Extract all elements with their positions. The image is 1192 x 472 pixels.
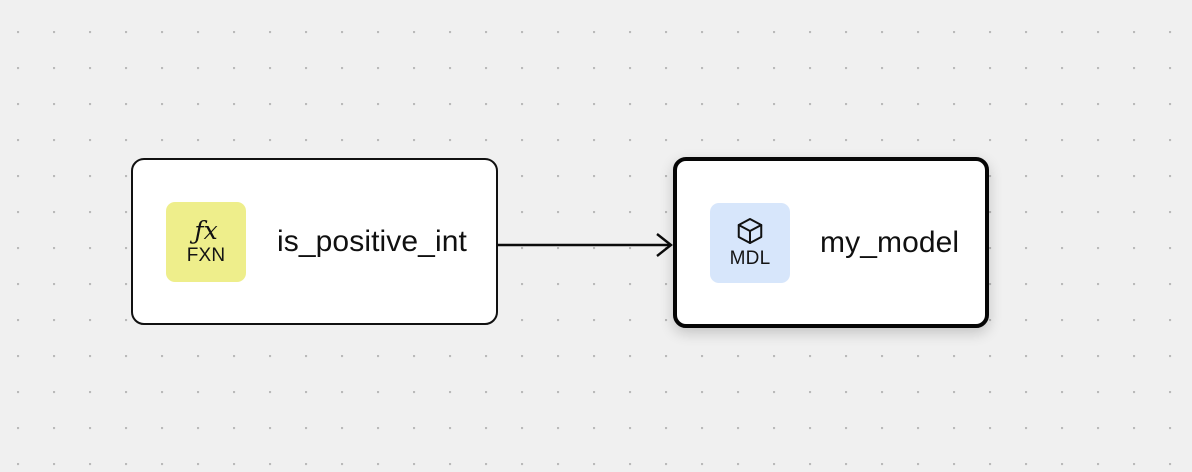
function-icon: ƒx xyxy=(194,216,218,245)
node-title: is_positive_int xyxy=(277,224,467,258)
cube-icon xyxy=(735,217,765,245)
node-badge-fxn: ƒx FXN xyxy=(166,201,246,282)
edge-fxn-to-mdl[interactable] xyxy=(498,233,673,257)
node-is-positive-int[interactable]: ƒx FXN is_positive_int xyxy=(131,158,498,325)
node-badge-label: FXN xyxy=(186,245,226,266)
node-badge-label: MDL xyxy=(729,248,771,269)
edge-arrowhead-icon xyxy=(656,233,673,257)
node-badge-mdl: MDL xyxy=(710,202,790,283)
node-my-model[interactable]: MDL my_model xyxy=(673,157,989,328)
node-title: my_model xyxy=(820,225,960,259)
